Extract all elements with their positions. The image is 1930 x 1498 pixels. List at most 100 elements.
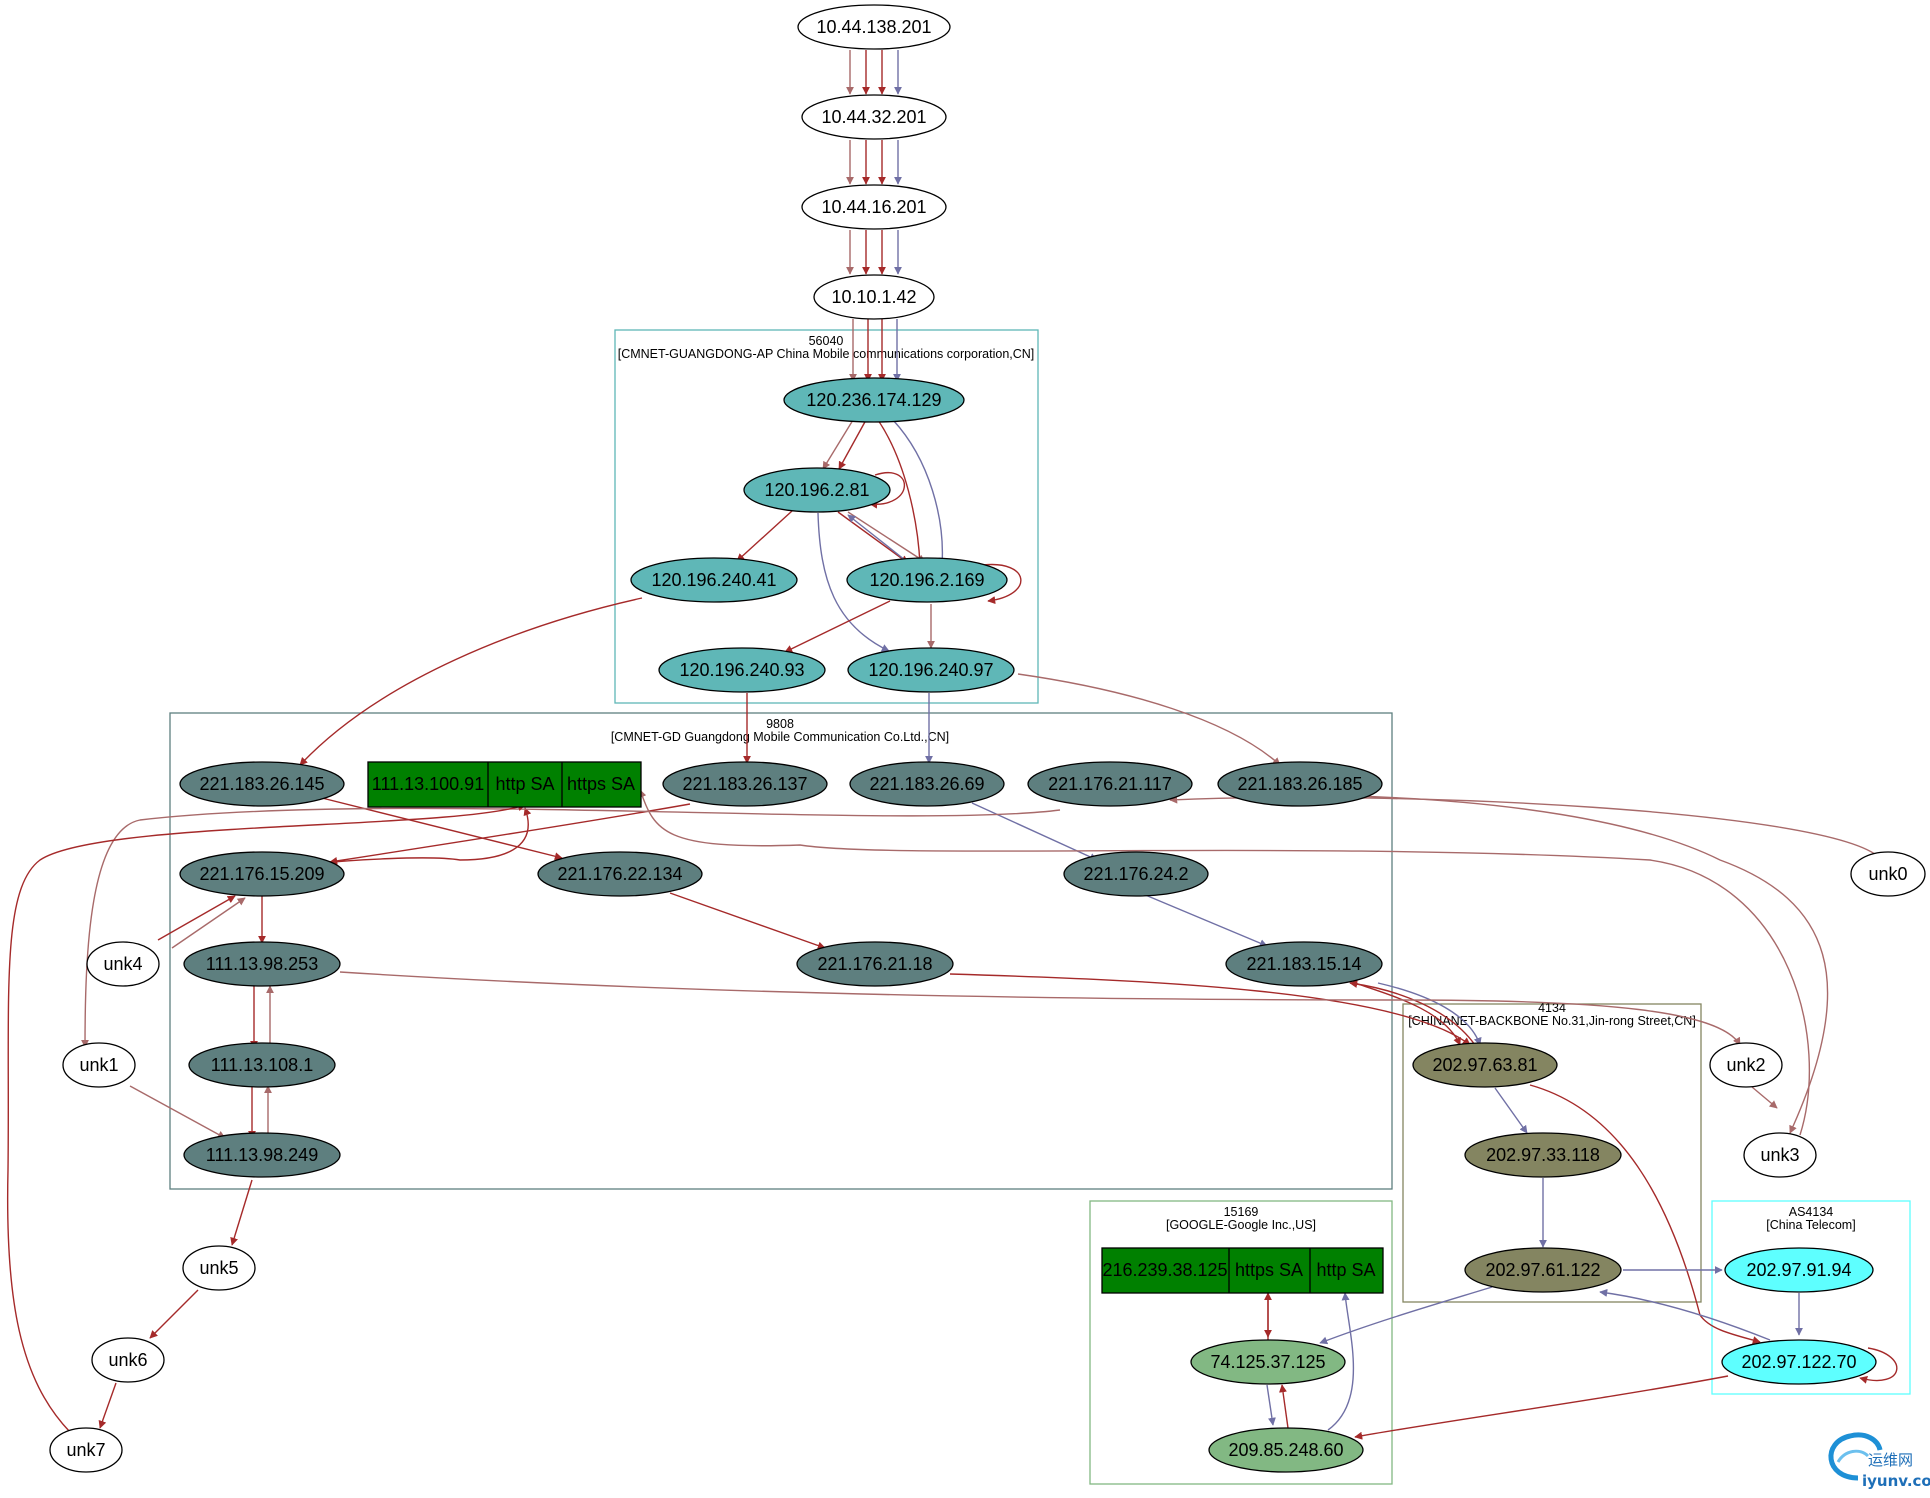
node-221-176-21-18: 221.176.21.18 <box>796 941 954 987</box>
node-label: 120.196.240.41 <box>651 570 776 590</box>
node-shape <box>1709 1042 1783 1088</box>
node-221-183-26-145: 221.183.26.145 <box>179 761 345 807</box>
node-shape <box>1743 1132 1817 1178</box>
node-label: 221.183.26.69 <box>869 774 984 794</box>
node-label: 120.196.240.97 <box>868 660 993 680</box>
node-unk7: unk7 <box>49 1427 123 1473</box>
node-shape <box>537 851 703 897</box>
node-shape <box>1464 1247 1622 1293</box>
node-label: 221.176.21.117 <box>1048 774 1172 794</box>
node-label: 221.183.26.145 <box>199 774 324 794</box>
node-202-97-33-118: 202.97.33.118 <box>1464 1132 1622 1178</box>
edge <box>1349 980 1476 1046</box>
node-shape <box>1190 1339 1346 1385</box>
node-label: 221.176.15.209 <box>199 864 324 884</box>
cluster-org: [China Telecom] <box>1766 1218 1855 1232</box>
node-10-44-138-201: 10.44.138.201 <box>797 4 951 50</box>
node-label: 221.176.21.18 <box>817 954 932 974</box>
record-field-ip: 111.13.100.91 <box>372 774 484 794</box>
node-label: 221.176.24.2 <box>1083 864 1188 884</box>
record-box <box>1101 1247 1384 1294</box>
node-label: unk7 <box>66 1440 105 1460</box>
node-label: 209.85.248.60 <box>1228 1440 1343 1460</box>
edge <box>982 563 1022 605</box>
node-shape <box>797 4 951 50</box>
node-label: unk6 <box>108 1350 147 1370</box>
edge <box>1354 1375 1729 1440</box>
cluster-org: [CMNET-GUANGDONG-AP China Mobile communi… <box>618 347 1035 361</box>
node-unk2: unk2 <box>1709 1042 1783 1088</box>
node-shape <box>801 94 947 140</box>
node-shape <box>846 557 1008 603</box>
node-shape <box>188 1042 336 1088</box>
edge <box>822 419 854 470</box>
node-202-97-122-70: 202.97.122.70 <box>1721 1339 1877 1385</box>
node-shape <box>1217 761 1383 807</box>
cluster-box <box>1089 1200 1393 1485</box>
node-label: unk1 <box>79 1055 118 1075</box>
node-shape <box>1412 1042 1558 1088</box>
watermark-logo-icon <box>1828 1432 1883 1481</box>
cluster-asn: 4134 <box>1538 1001 1566 1015</box>
watermark-en: iyunv.com <box>1862 1472 1930 1490</box>
node-shape <box>1464 1132 1622 1178</box>
node-221-183-26-69: 221.183.26.69 <box>849 761 1005 807</box>
edge <box>1599 1288 1771 1341</box>
node-shape <box>1208 1427 1364 1473</box>
node-221-183-26-137: 221.183.26.137 <box>662 761 828 807</box>
node-label: unk3 <box>1760 1145 1799 1165</box>
node-label: 221.183.15.14 <box>1246 954 1361 974</box>
cluster-as56040: 56040 [CMNET-GUANGDONG-AP China Mobile c… <box>614 329 1039 704</box>
node-202-97-91-94: 202.97.91.94 <box>1724 1247 1874 1293</box>
node-label: 221.176.22.134 <box>557 864 682 884</box>
node-shape <box>183 1132 341 1178</box>
node-label: 120.196.2.169 <box>869 570 984 590</box>
node-221-176-21-117: 221.176.21.117 <box>1027 761 1193 807</box>
edge <box>1169 795 1881 859</box>
edge <box>6 803 526 1433</box>
edge <box>339 971 1741 1046</box>
edge <box>1017 673 1281 766</box>
cluster-as9808: 9808 [CMNET-GD Guangdong Mobile Communic… <box>169 712 1393 1190</box>
cluster-box <box>1402 1003 1702 1303</box>
edge <box>171 897 246 949</box>
edge <box>736 510 793 562</box>
cluster-as4134: 4134 [CHINANET-BACKBONE No.31,Jin-rong S… <box>1402 1001 1702 1303</box>
node-120-196-240-97: 120.196.240.97 <box>847 647 1015 693</box>
record-field-service: http SA <box>495 774 554 794</box>
cluster-org: [CHINANET-BACKBONE No.31,Jin-rong Street… <box>1408 1014 1696 1028</box>
record-field-service: https SA <box>567 774 635 794</box>
node-shape <box>662 761 828 807</box>
node-label: 111.13.98.249 <box>206 1145 318 1165</box>
edge <box>877 419 924 566</box>
node-label: unk0 <box>1868 864 1907 884</box>
edge <box>1377 982 1482 1046</box>
node-shape <box>183 941 341 987</box>
node-shape <box>796 941 954 987</box>
node-label: 120.236.174.129 <box>806 390 941 410</box>
watermark-swoosh-icon <box>1836 1449 1870 1463</box>
node-221-176-22-134: 221.176.22.134 <box>537 851 703 897</box>
edge <box>892 419 947 566</box>
node-label: 111.13.108.1 <box>211 1055 313 1075</box>
node-shape <box>1721 1339 1877 1385</box>
cluster-asn: 56040 <box>809 334 844 348</box>
node-unk1: unk1 <box>62 1042 136 1088</box>
edge <box>317 796 563 861</box>
node-shape <box>658 647 826 693</box>
edge <box>1279 1384 1289 1429</box>
edge <box>949 973 1471 1046</box>
edge <box>309 807 532 865</box>
edge <box>817 512 890 652</box>
node-label: 10.44.16.201 <box>821 197 926 217</box>
edge <box>1751 1086 1778 1109</box>
edge <box>1266 1384 1276 1426</box>
node-shape <box>62 1042 136 1088</box>
record-node-216-239-38-125: 216.239.38.125 https SA http SA <box>1101 1247 1384 1294</box>
node-74-125-37-125: 74.125.37.125 <box>1190 1339 1346 1385</box>
node-shape <box>1027 761 1193 807</box>
node-10-44-32-201: 10.44.32.201 <box>801 94 947 140</box>
edge <box>1494 1087 1528 1134</box>
node-unk0: unk0 <box>1850 851 1926 897</box>
